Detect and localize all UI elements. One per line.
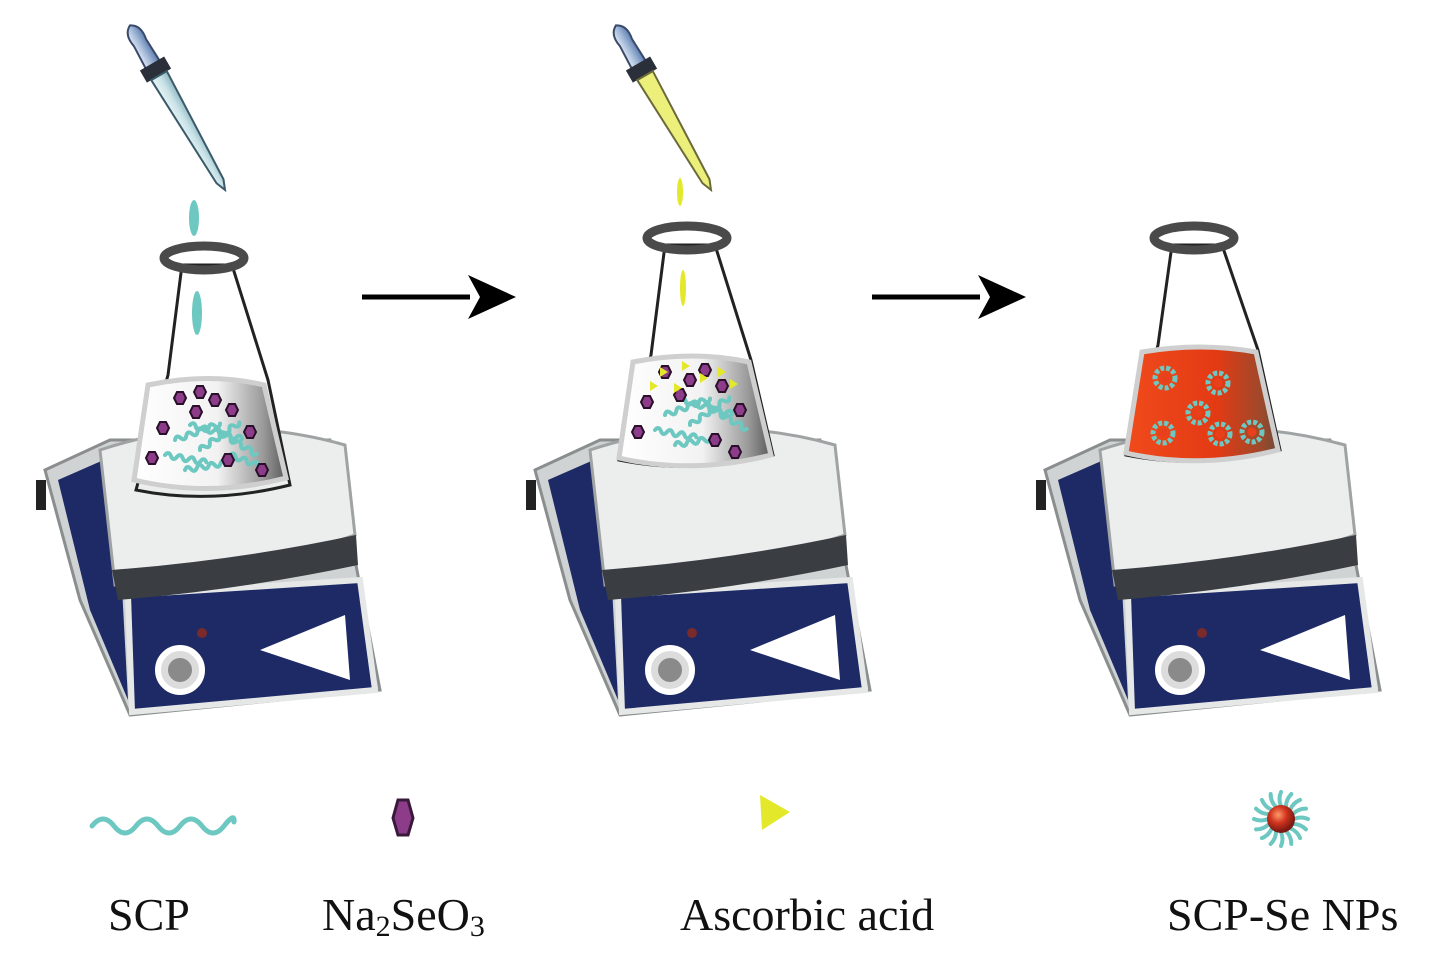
ascorbic-particle xyxy=(730,379,738,389)
na2seo3-particle xyxy=(207,393,223,407)
scp-drop-1 xyxy=(189,200,199,236)
scp-chain xyxy=(653,426,699,441)
dropper-pipette-1 xyxy=(126,24,227,193)
na2seo3-particle xyxy=(242,425,258,439)
na2seo3-particle xyxy=(220,453,236,467)
na2seo3-particle xyxy=(697,363,713,377)
legend-nanoparticle-symbol xyxy=(1252,790,1310,848)
magnetic-stirrer-2 xyxy=(526,427,872,717)
scp-chain xyxy=(183,458,229,473)
na2seo3-particle xyxy=(630,425,646,439)
scp-se-np-particle xyxy=(1152,365,1178,391)
legend-scp-symbol xyxy=(89,815,237,836)
step-1-setup xyxy=(36,24,382,717)
na2seo3-particle xyxy=(188,405,204,419)
legend-label-scp-se-nps: SCP-Se NPs xyxy=(1167,889,1399,940)
na2seo3-particle xyxy=(682,373,698,387)
na2seo3-particle xyxy=(144,451,160,465)
ascorbic-particle xyxy=(650,381,658,391)
ascorbic-particle xyxy=(682,361,690,371)
na2seo3-particle xyxy=(639,395,655,409)
ascorbic-drop-2 xyxy=(677,178,683,206)
legend-ascorbic-symbol xyxy=(760,795,790,830)
ascorbic-stream-2 xyxy=(680,270,686,306)
na2seo3-particle xyxy=(727,445,743,459)
step-3-setup xyxy=(1036,221,1382,717)
ascorbic-particle xyxy=(700,373,708,383)
scp-se-np-particle xyxy=(1239,419,1265,445)
process-arrow-1 xyxy=(362,275,516,319)
scp-se-np-particle xyxy=(1205,370,1231,396)
flask-3-contents xyxy=(1150,365,1265,447)
magnetic-stirrer-1 xyxy=(36,427,382,717)
na2seo3-particle xyxy=(192,385,208,399)
ascorbic-particle xyxy=(718,367,726,377)
dropper-pipette-2 xyxy=(612,24,713,193)
scp-stream-1 xyxy=(192,291,202,335)
scp-chain xyxy=(163,451,209,466)
flask-3 xyxy=(1123,221,1282,464)
legend-label-scp: SCP xyxy=(108,889,190,940)
na2seo3-particle xyxy=(707,433,723,447)
scp-chain xyxy=(173,421,223,442)
step-2-setup xyxy=(526,24,872,717)
scp-chain xyxy=(703,402,749,432)
na2seo3-particle xyxy=(172,391,188,405)
scp-chain xyxy=(663,396,713,417)
scp-se-np-particle xyxy=(1207,421,1233,447)
flask-1-contents xyxy=(144,385,270,477)
scp-chain xyxy=(213,427,259,457)
magnetic-stirrer-3 xyxy=(1036,427,1382,717)
scp-se-np-particle xyxy=(1150,420,1176,446)
na2seo3-particle xyxy=(672,388,688,402)
ascorbic-particle xyxy=(660,367,668,377)
legend-na2seo3-symbol xyxy=(391,798,415,837)
scp-se-np-particle xyxy=(1185,400,1211,426)
na2seo3-particle xyxy=(732,403,748,417)
process-arrow-2 xyxy=(872,275,1026,319)
na2seo3-particle xyxy=(155,421,171,435)
na2seo3-particle xyxy=(254,463,270,477)
flask-2-contents xyxy=(630,361,749,459)
na2seo3-particle xyxy=(714,379,730,393)
legend-label-ascorbic-acid: Ascorbic acid xyxy=(680,889,935,940)
legend-label-na2seo3: Na2SeO3 xyxy=(322,889,485,943)
ascorbic-particle xyxy=(674,383,682,393)
na2seo3-particle xyxy=(224,403,240,417)
